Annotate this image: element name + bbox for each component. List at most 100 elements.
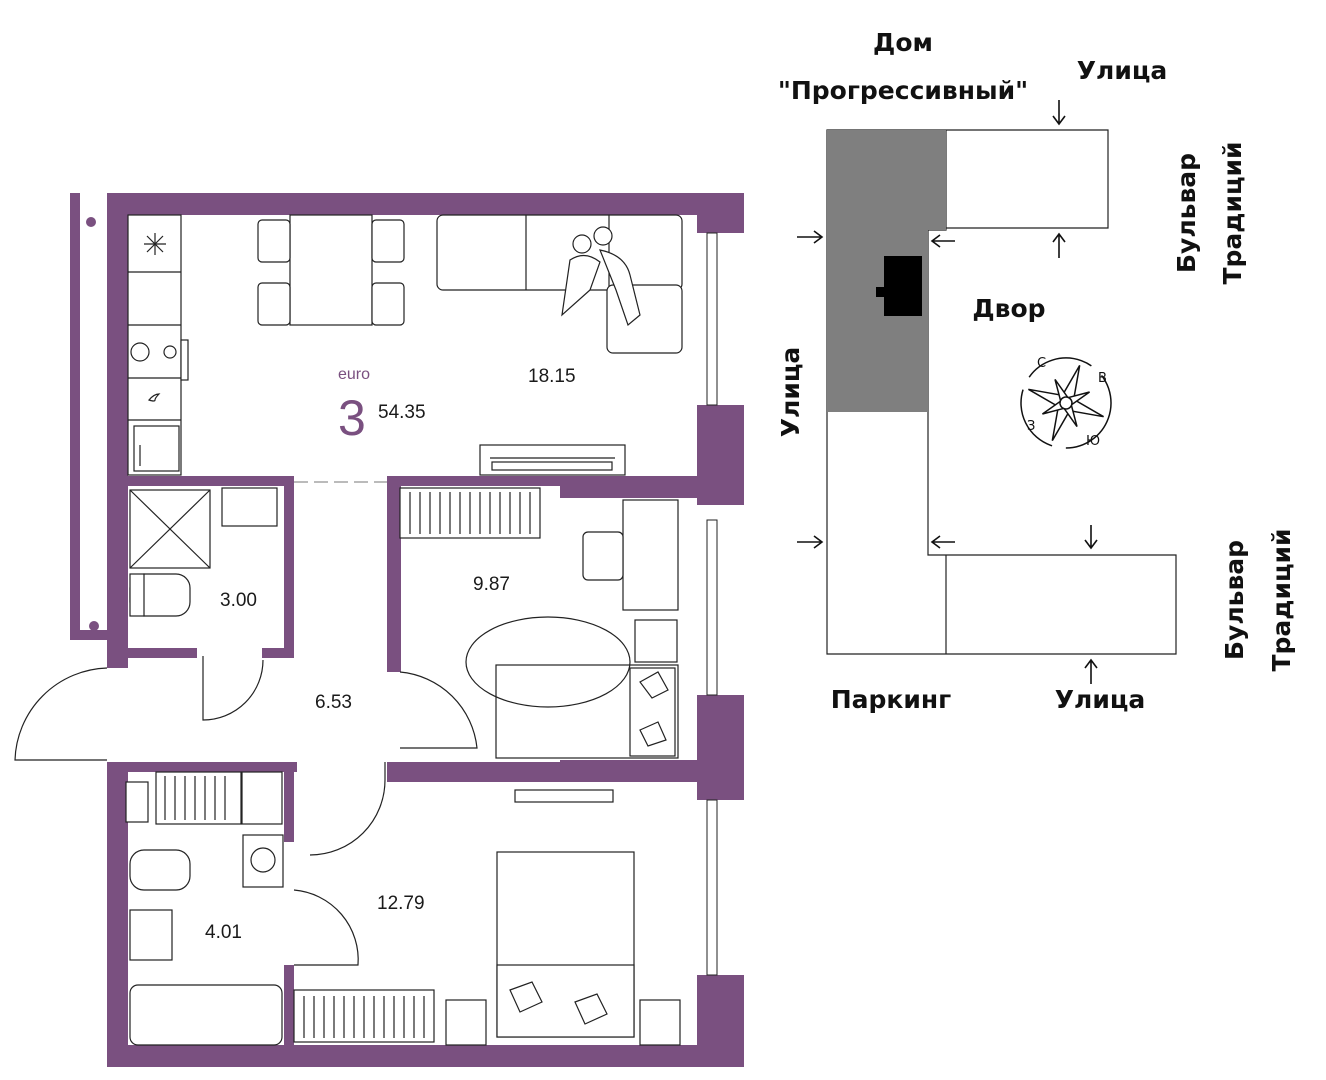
outer-walls [70, 193, 744, 1067]
shower-room-fixtures [129, 487, 278, 617]
washing-machine [242, 834, 284, 888]
dishwasher [133, 425, 180, 472]
wall-right-2 [697, 405, 744, 505]
wall-shower-bottom [107, 648, 197, 658]
compass-west: З [1027, 419, 1035, 434]
bedroom-2-fixtures [293, 789, 681, 1046]
window-bedroom-1 [706, 519, 718, 696]
compass-south: Ю [1086, 434, 1100, 449]
wall-bed1-notch [560, 476, 697, 498]
washbasin-shower [221, 487, 278, 527]
bathroom-fixtures [125, 771, 284, 1046]
door-shower [202, 656, 264, 721]
wall-bed1-left [387, 476, 401, 672]
wall-left-upper [107, 193, 128, 668]
wall-bed1-notch-b [560, 760, 697, 782]
tv-console-living [479, 444, 626, 476]
door-bedroom-1 [399, 671, 478, 749]
desk-chair [582, 531, 624, 581]
house-name-line1: Дом [873, 28, 933, 57]
desk [622, 499, 679, 611]
fridge-snowflake-icon [144, 233, 166, 255]
toilet [129, 849, 191, 891]
rail-dot-top [86, 217, 96, 227]
arrow-inner-upper [930, 234, 955, 248]
corner-sofa [436, 214, 683, 354]
door-bath [293, 889, 359, 966]
yard-label: Двор [972, 294, 1045, 323]
street-bottom-label: Улица [1055, 685, 1146, 714]
arrow-yard-top [1052, 232, 1066, 258]
sink-drop-icon [147, 393, 161, 402]
compass-north: С [1037, 356, 1046, 371]
windows [706, 232, 718, 976]
sofa-back [436, 214, 683, 291]
nightstand-1 [634, 619, 678, 663]
chair-tl [257, 219, 291, 263]
dining-table [289, 214, 373, 326]
floor-plan: euro 3 54.35 18.15 3.00 9.87 6.53 4.01 1… [14, 193, 744, 1067]
room-area-bedroom-1: 9.87 [473, 574, 510, 595]
apartment-rooms-count: 3 [338, 390, 366, 446]
apartment-type-label: euro [338, 366, 370, 383]
bathtub [129, 984, 283, 1046]
wall-shower-top [107, 476, 292, 486]
boulevard-top-line1: Бульвар [1172, 153, 1201, 273]
room-area-bathroom: 4.01 [205, 922, 242, 943]
round-rug [465, 616, 631, 708]
chair-br [371, 282, 405, 326]
stove-icon [130, 339, 189, 381]
street-top-label: Улица [1077, 56, 1168, 85]
chair-tr [371, 219, 405, 263]
wall-bath-right-2 [284, 965, 294, 1065]
inner-walls [107, 476, 697, 1065]
nightstand-3 [639, 999, 681, 1046]
radiator-2 [155, 771, 242, 825]
boulevard-bottom-line2: Традиций [1267, 528, 1296, 671]
room-area-living: 18.15 [528, 366, 576, 387]
room-area-bedroom-2: 12.79 [377, 893, 425, 914]
bedroom-1-fixtures [399, 487, 679, 759]
wall-bath-top [107, 762, 297, 772]
wall-shower-bottom-r [262, 648, 294, 658]
apartment-total-area: 54.35 [378, 402, 426, 423]
nightstand-2 [445, 999, 487, 1046]
arrow-bottom-street [1084, 658, 1098, 684]
boulevard-top-line2: Традиций [1218, 141, 1247, 284]
arrow-left-lower [797, 535, 824, 549]
kitchen-unit [127, 214, 189, 476]
wall-bottom [107, 1045, 744, 1067]
wall-right-3 [697, 695, 744, 800]
compass-east: В [1098, 371, 1107, 386]
window-bedroom-2 [706, 799, 718, 976]
room-area-hall: 6.53 [315, 692, 352, 713]
wall-bed1-top [387, 476, 697, 486]
apartment-location-marker [884, 256, 922, 316]
doors [14, 656, 478, 966]
boulevard-bottom-line1: Бульвар [1220, 540, 1249, 660]
arrow-left-upper [797, 230, 824, 244]
parking-label: Паркинг [831, 685, 952, 714]
door-hall-bedroom [309, 762, 386, 856]
arrow-yard-bottom [1084, 525, 1098, 550]
wall-left-lower [107, 762, 128, 1067]
balcony-rail-outer [70, 193, 80, 640]
site-plan: С В Ю З Дом "Прогрессивный" Улица Двор П… [776, 28, 1296, 714]
washbasin-bath [129, 909, 173, 961]
compass-rose-icon [1020, 357, 1112, 449]
apartment-location-marker-notch [876, 287, 886, 297]
wall-shower-right [284, 476, 294, 656]
arrow-top-street [1052, 100, 1066, 126]
entrance-door [14, 667, 108, 761]
room-area-shower: 3.00 [220, 590, 257, 611]
entrance-arrows [797, 100, 1098, 684]
wall-top [107, 193, 744, 215]
house-name-line2: "Прогрессивный" [778, 76, 1028, 105]
street-left-label: Улица [776, 347, 805, 438]
wall-right-1 [697, 193, 744, 233]
tv-console-bedroom [514, 789, 614, 803]
balcony-rail-bottom [70, 630, 108, 640]
arrow-inner-lower [930, 535, 955, 549]
people-on-sofa-icon [561, 226, 641, 327]
